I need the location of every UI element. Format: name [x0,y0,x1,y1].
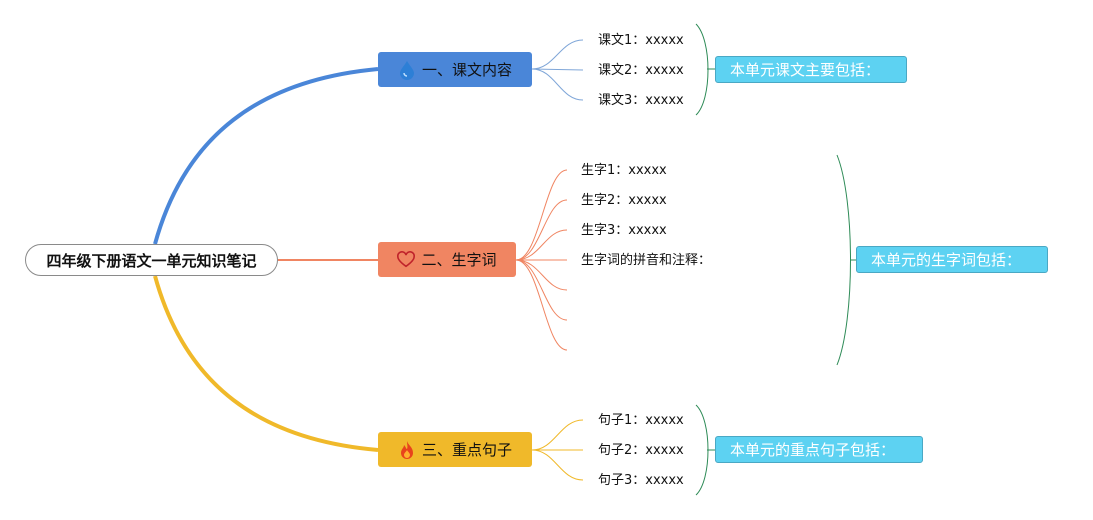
summary-box-1[interactable]: 本单元课文主要包括： [715,56,907,83]
topic-2-item[interactable]: 生字1：xxxxx [581,163,667,178]
fire-icon [400,440,413,459]
topic-2-item[interactable]: 生字词的拼音和注释： [581,253,712,268]
summary-brace-2 [836,154,851,366]
topic-3-item[interactable]: 句子1：xxxxx [598,413,684,428]
water-drop-icon [399,60,414,80]
connector-topic-1 [153,67,379,245]
heart-outline-icon [397,250,416,267]
topic-3-leaf-lines [531,419,584,481]
topic-1-leaf-lines [531,39,584,101]
summary-box-2[interactable]: 本单元的生字词包括： [856,246,1048,273]
topic-node-3[interactable]: 三、重点句子 [378,432,532,467]
connector-topic-3 [153,275,379,452]
topic-node-2[interactable]: 二、生字词 [378,242,516,277]
topic-2-item[interactable]: 生字3：xxxxx [581,223,667,238]
topic-3-item[interactable]: 句子2：xxxxx [598,443,684,458]
topic-2-label: 二、生字词 [421,251,497,269]
topic-1-item[interactable]: 课文3：xxxxx [598,93,684,108]
topic-3-label: 三、重点句子 [421,441,512,459]
summary-brace-1 [695,23,709,116]
central-topic[interactable]: 四年级下册语文一单元知识笔记 [25,244,278,276]
topic-node-1[interactable]: 一、课文内容 [378,52,532,87]
central-topic-label: 四年级下册语文一单元知识笔记 [46,251,257,270]
topic-3-item[interactable]: 句子3：xxxxx [598,473,684,488]
topic-1-label: 一、课文内容 [421,61,512,79]
topic-2-item[interactable]: 生字2：xxxxx [581,193,667,208]
summary-brace-3 [695,404,709,496]
topic-1-item[interactable]: 课文1：xxxxx [598,33,684,48]
topic-1-item[interactable]: 课文2：xxxxx [598,63,684,78]
topic-2-leaf-lines [515,169,568,351]
summary-box-3[interactable]: 本单元的重点句子包括： [715,436,923,463]
